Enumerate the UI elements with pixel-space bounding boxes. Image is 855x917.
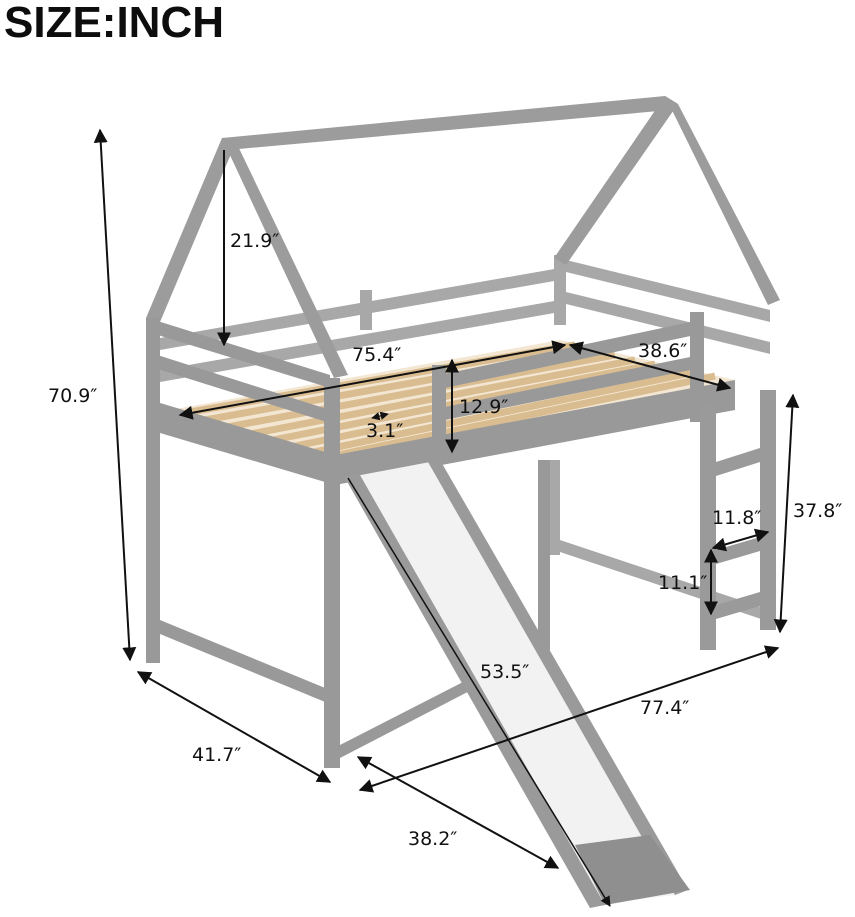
dim-bed-length: 75.4″ xyxy=(352,344,402,366)
roof-frame xyxy=(146,96,780,378)
dim-roof-height: 21.9″ xyxy=(230,230,280,252)
dim-slat-gap: 3.1″ xyxy=(366,420,404,442)
dim-bed-width: 38.6″ xyxy=(638,340,688,362)
dim-slide-extension: 38.2″ xyxy=(408,828,458,850)
dim-guardrail-height: 12.9″ xyxy=(459,396,509,418)
slide xyxy=(345,460,690,908)
dim-slide-length: 53.5″ xyxy=(480,661,530,683)
dim-overall-width: 41.7″ xyxy=(192,744,242,766)
dim-ladder-width: 11.8″ xyxy=(712,507,762,529)
dim-ladder-step-spacing: 11.1″ xyxy=(658,572,708,594)
dimension-lines xyxy=(93,128,800,907)
size-unit-title: SIZE:INCH xyxy=(4,0,224,47)
dim-ladder-height: 37.8″ xyxy=(793,500,843,522)
dim-overall-height: 70.9″ xyxy=(48,385,98,407)
dim-overall-length: 77.4″ xyxy=(640,697,690,719)
